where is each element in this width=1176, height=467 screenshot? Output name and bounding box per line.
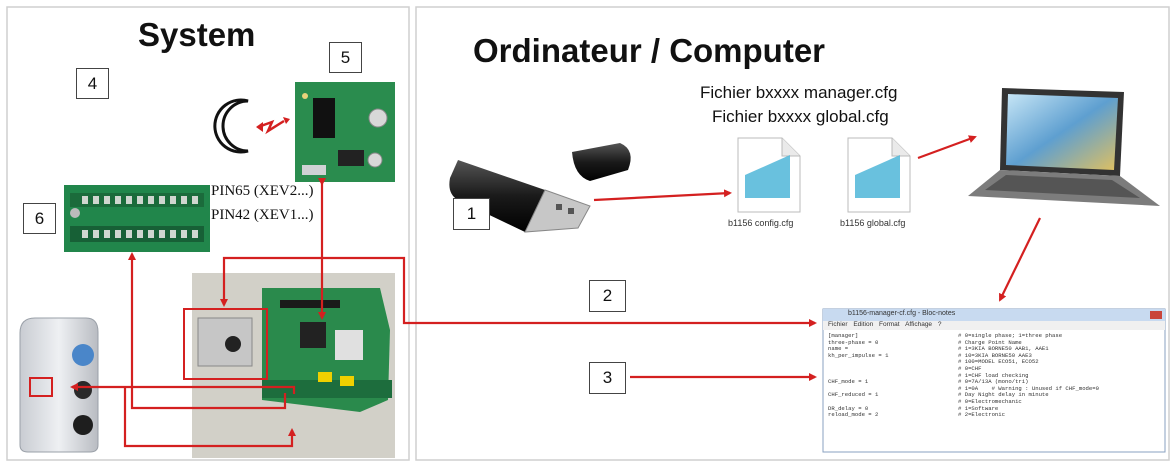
wireless-signal-icon: [256, 117, 290, 135]
pcb-board-5: [295, 82, 395, 182]
computer-panel-frame: [415, 6, 1170, 461]
menu-item-fichier[interactable]: Fichier: [828, 321, 848, 328]
arrow-to-controller-top: [220, 256, 246, 307]
arrow-usb-to-files: [593, 189, 732, 202]
moon-icon: [213, 98, 249, 154]
wiring-arrows: [70, 135, 1041, 448]
label-box-1: 1: [453, 198, 490, 230]
notepad-code-left: [manager] three-phase = 0 name = kh_per_…: [828, 332, 889, 419]
notepad-code-right: # 0=single phase; 1=three phase # Charge…: [958, 332, 1099, 419]
computer-title: Ordinateur / Computer: [473, 32, 826, 69]
label-box-5: 5: [329, 42, 362, 73]
system-title: System: [138, 16, 256, 53]
file-icon: [737, 137, 801, 213]
menu-item-help[interactable]: ?: [937, 321, 942, 328]
label-box-6: 6: [23, 203, 56, 234]
notepad-menu: Fichier Edition Format Affichage ?: [828, 321, 941, 328]
label-box-4: 4: [76, 68, 109, 99]
menu-item-format[interactable]: Format: [879, 321, 900, 328]
notepad-title: b1156-manager-cf.cfg - Bloc-notes: [848, 310, 956, 317]
label-box-2: 2: [589, 280, 626, 312]
notepad-window-icon: [822, 308, 1166, 453]
charging-station-icon: [19, 317, 99, 453]
pin42-label: PIN42 (XEV1...): [211, 207, 314, 223]
laptop-icon: [968, 88, 1160, 206]
pin65-label: PIN65 (XEV2...): [211, 183, 314, 199]
arrow-laptop-to-notepad: [999, 217, 1041, 302]
terminal-board-6: [64, 185, 210, 252]
menu-item-affichage[interactable]: Affichage: [905, 321, 933, 328]
arrow-2-to-notepad: [246, 256, 817, 327]
main-controller-photo: [183, 273, 395, 458]
file-caption-config: b1156 config.cfg: [728, 218, 794, 228]
usb-drive-icon: [449, 143, 631, 233]
arrow-station-loop: [123, 388, 296, 448]
file-icon: [847, 137, 911, 213]
file-caption-global: b1156 global.cfg: [840, 218, 906, 228]
arrow-to-station: [70, 383, 296, 394]
system-panel-frame: [6, 6, 410, 461]
file-line-global: Fichier bxxxx global.cfg: [712, 107, 889, 126]
file-line-manager: Fichier bxxxx manager.cfg: [700, 83, 898, 102]
arrow-controller-to-board6: [128, 252, 287, 410]
arrow-files-to-laptop: [917, 135, 977, 160]
label-box-3: 3: [589, 362, 626, 394]
menu-item-edition[interactable]: Edition: [853, 321, 874, 328]
